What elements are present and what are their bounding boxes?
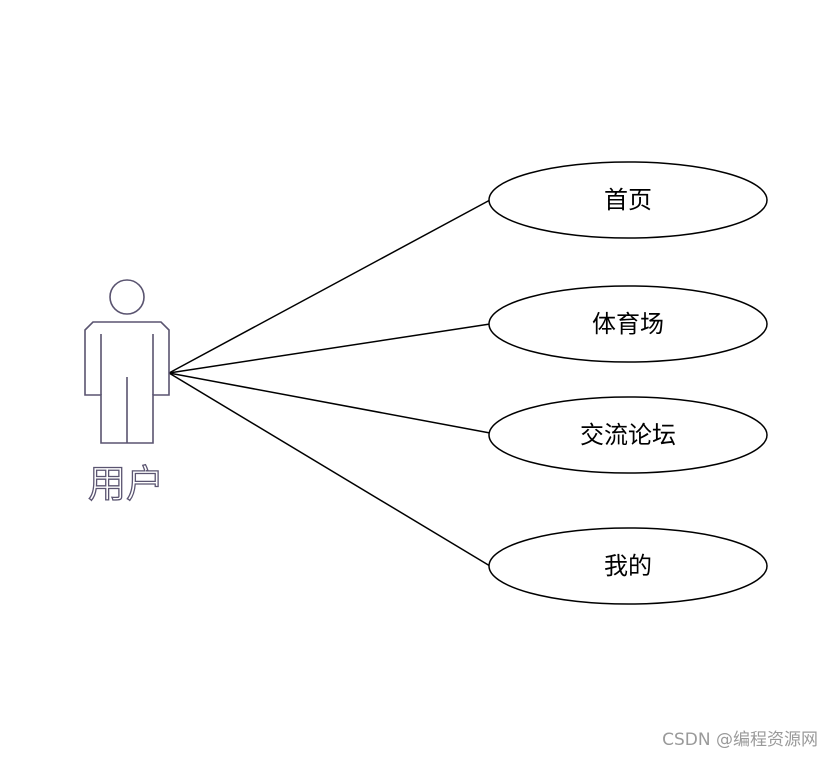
watermark: CSDN @编程资源网: [662, 730, 818, 750]
use-case-label-mine: 我的: [604, 552, 652, 580]
use-case-label-forum: 交流论坛: [580, 421, 676, 449]
use-case-stadium: 体育场: [488, 285, 768, 363]
association-line-stadium: [168, 323, 491, 374]
association-line-home: [168, 199, 491, 374]
use-case-mine: 我的: [488, 527, 768, 605]
use-case-ellipse-mine: [488, 527, 768, 605]
association-line-mine: [168, 372, 491, 567]
use-case-label-stadium: 体育场: [592, 310, 664, 338]
actor-body: [84, 321, 170, 444]
actor-label: 用户: [88, 462, 164, 506]
association-lines: [168, 199, 491, 567]
use-case-label-home: 首页: [604, 186, 652, 214]
actor-figure: [84, 279, 170, 444]
use-case-ellipse-home: [488, 161, 768, 239]
association-line-forum: [168, 372, 491, 434]
use-case-home: 首页: [488, 161, 768, 239]
use-case-ellipse-forum: [488, 396, 768, 474]
actor-head: [109, 279, 145, 315]
use-case-ellipse-stadium: [488, 285, 768, 363]
use-case-forum: 交流论坛: [488, 396, 768, 474]
